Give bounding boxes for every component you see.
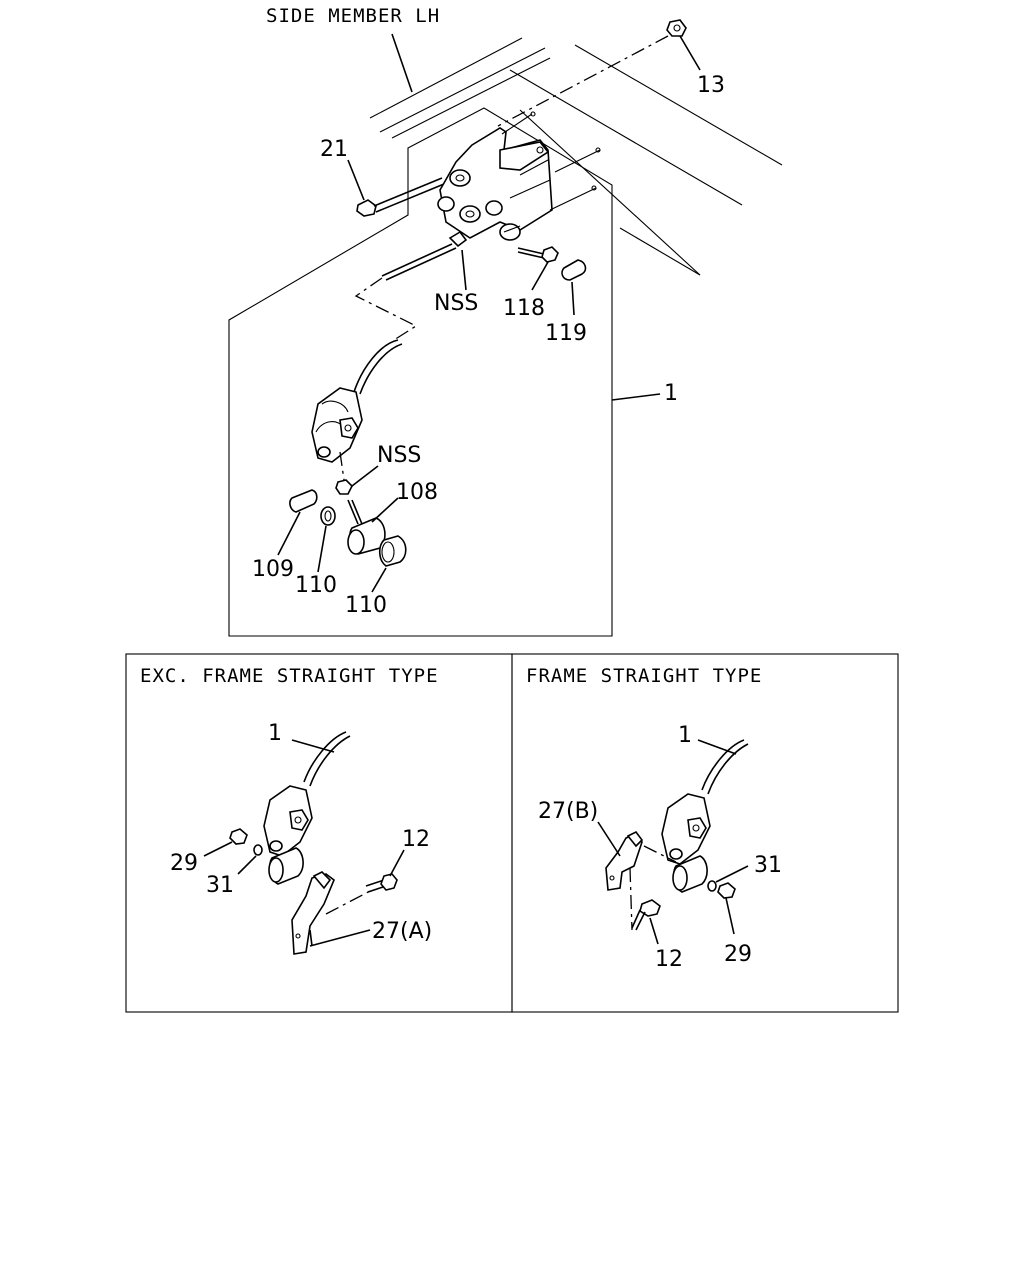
right-leader-12 [649,917,659,945]
leader-119 [571,281,575,316]
right-arm-link-axis [643,845,677,863]
left-leader-27a [309,929,371,947]
label-13: 13 [697,73,725,98]
rod-break-line [354,277,418,341]
left-bolt-axis [325,889,373,915]
left-bracket-27a [291,871,335,955]
bushing-110b [378,535,407,567]
leader-108 [371,497,399,523]
left-washer-31 [253,844,263,856]
label-1-main: 1 [664,381,678,406]
leader-nss-top [461,249,467,291]
label-108: 108 [396,480,438,505]
right-leader-31 [715,865,749,883]
link-wire [353,339,399,393]
label-110a: 110 [295,573,337,598]
ring-110a [320,506,336,526]
panel-right-title: FRAME STRAIGHT TYPE [526,665,762,687]
arm-axis [339,451,345,481]
left-leader-31 [237,855,257,875]
label-nss-top: NSS [434,291,478,316]
label-110b: 110 [345,593,387,618]
left-sensor-arm [263,731,351,885]
pin-109 [289,489,318,513]
panel-right-frame [511,653,899,1013]
link-wire-2 [359,343,403,395]
leader-1-main [611,393,661,401]
bolt-118 [517,246,559,263]
leader-21 [347,159,365,201]
left-label-31: 31 [206,873,234,898]
right-bolt-12 [631,899,661,931]
panel-left-title: EXC. FRAME STRAIGHT TYPE [140,665,439,687]
leader-nss-mid [351,465,379,487]
left-leader-29 [203,841,233,857]
leader-110b [371,567,387,593]
label-21: 21 [320,137,348,162]
right-label-1: 1 [678,723,692,748]
cap-119 [561,259,587,281]
leader-13 [679,35,701,71]
leader-110a [317,525,327,573]
left-nut-29 [229,828,248,845]
right-leader-29 [725,897,735,935]
nut-13 [666,19,687,37]
side-member-leader [391,33,413,93]
height-sensor-bracket [437,127,553,241]
left-leader-27a-b [309,929,313,947]
right-sensor-arm [661,739,749,893]
right-bolt-axis [629,867,633,931]
sensor-arm [311,387,363,463]
leader-118 [531,261,549,291]
stud-108 [347,499,386,555]
right-leader-27b [597,821,621,857]
side-member-label: SIDE MEMBER LH [266,5,440,27]
left-leader-12 [389,849,405,877]
right-leader-1 [697,739,737,755]
label-119: 119 [545,321,587,346]
right-bracket-27b [605,830,644,891]
panel-left-frame [125,653,513,1013]
leader-109 [277,511,301,556]
left-label-27a: 27(A) [372,919,432,944]
right-nut-29 [717,882,736,899]
right-label-12: 12 [655,947,683,972]
sensor-rod [381,230,468,281]
label-118: 118 [503,296,545,321]
right-label-27b: 27(B) [538,799,598,824]
label-nss-mid: NSS [377,443,421,468]
left-label-29: 29 [170,851,198,876]
left-label-1: 1 [268,721,282,746]
right-label-31: 31 [754,853,782,878]
mounting-studs [501,111,601,211]
right-washer-31 [707,880,717,892]
bolt-21 [356,177,445,217]
nut-13-axis [497,35,669,127]
left-label-12: 12 [402,827,430,852]
label-109: 109 [252,557,294,582]
left-bolt-12 [365,873,398,893]
side-member-frame [369,37,783,276]
assembly-1-outline [228,107,613,637]
nut-nss [335,479,353,495]
left-leader-1 [291,739,335,753]
right-label-29: 29 [724,942,752,967]
